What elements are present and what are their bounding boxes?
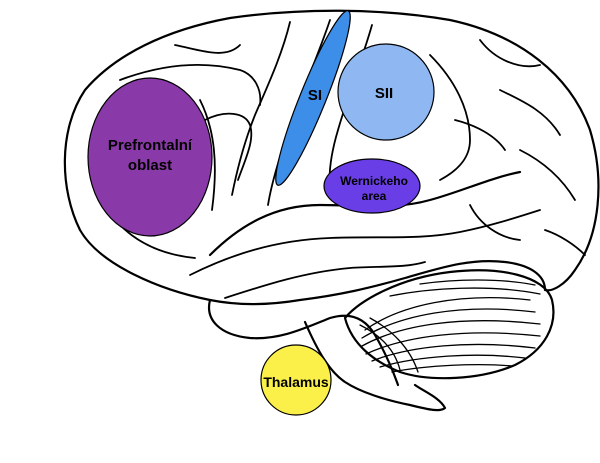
frontal-gyrus-fold-2 xyxy=(174,44,241,54)
prefrontal-label-line2: oblast xyxy=(128,157,172,174)
parietal-fold-3 xyxy=(454,119,506,151)
occipital-fold xyxy=(519,149,576,201)
inferior-temporal-sulcus xyxy=(224,261,426,299)
prefrontal-label-line1: Prefrontalní xyxy=(108,137,193,154)
cerebrum-outline xyxy=(63,9,600,306)
inferior-frontal-sulcus xyxy=(204,112,253,181)
occipital-fold-2 xyxy=(544,229,586,256)
temporal-lobe-outline xyxy=(207,298,400,387)
parietal-fold xyxy=(479,39,541,68)
wernicke-label-line1: Wernickeho xyxy=(340,174,408,188)
superior-temporal-sulcus xyxy=(189,209,541,276)
parietal-fold-2 xyxy=(499,89,561,136)
wernicke-region xyxy=(323,158,421,214)
thalamus-region xyxy=(260,344,332,416)
si-label: SI xyxy=(308,87,322,104)
frontal-gyrus-fold xyxy=(199,99,216,211)
superior-frontal-sulcus xyxy=(119,63,262,106)
sii-region xyxy=(337,43,435,141)
intraparietal-sulcus xyxy=(429,54,471,181)
thalamus-label: Thalamus xyxy=(263,374,329,390)
precentral-sulcus xyxy=(231,21,291,196)
wernicke-label-line2: area xyxy=(362,189,387,203)
sii-label: SII xyxy=(375,85,393,102)
cerebellum-folia xyxy=(359,279,541,373)
temporal-fold xyxy=(469,204,521,241)
si-region xyxy=(275,10,351,186)
brainstem-outline xyxy=(303,320,447,412)
prefrontal-region xyxy=(87,77,213,237)
